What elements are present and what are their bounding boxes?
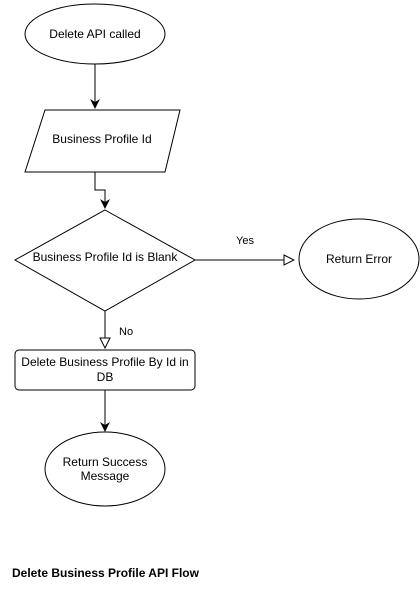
error-node-label: Return Error — [326, 252, 392, 266]
delete-node-label-line1: Delete Business Profile By Id in — [21, 355, 188, 369]
start-node: Delete API called — [24, 3, 166, 65]
delete-node-label-line2: DB — [97, 370, 114, 384]
diagram-caption: Delete Business Profile API Flow — [12, 566, 199, 580]
error-node: Return Error — [298, 218, 420, 300]
start-node-label: Delete API called — [49, 27, 140, 41]
input-node: Business Profile Id — [24, 109, 181, 173]
success-node-label-line2: Message — [81, 469, 130, 483]
edge-input-to-decision — [94, 172, 110, 209]
decision-node-label: Business Profile Id is Blank — [33, 250, 179, 264]
success-node: Return Success Message — [44, 431, 166, 507]
edge-no-label: No — [119, 326, 133, 338]
input-node-label: Business Profile Id — [52, 132, 151, 146]
edge-yes-label: Yes — [236, 235, 254, 247]
success-node-label-line1: Return Success — [63, 455, 148, 469]
delete-node: Delete Business Profile By Id in DB — [14, 349, 196, 391]
decision-node: Business Profile Id is Blank — [13, 209, 197, 312]
